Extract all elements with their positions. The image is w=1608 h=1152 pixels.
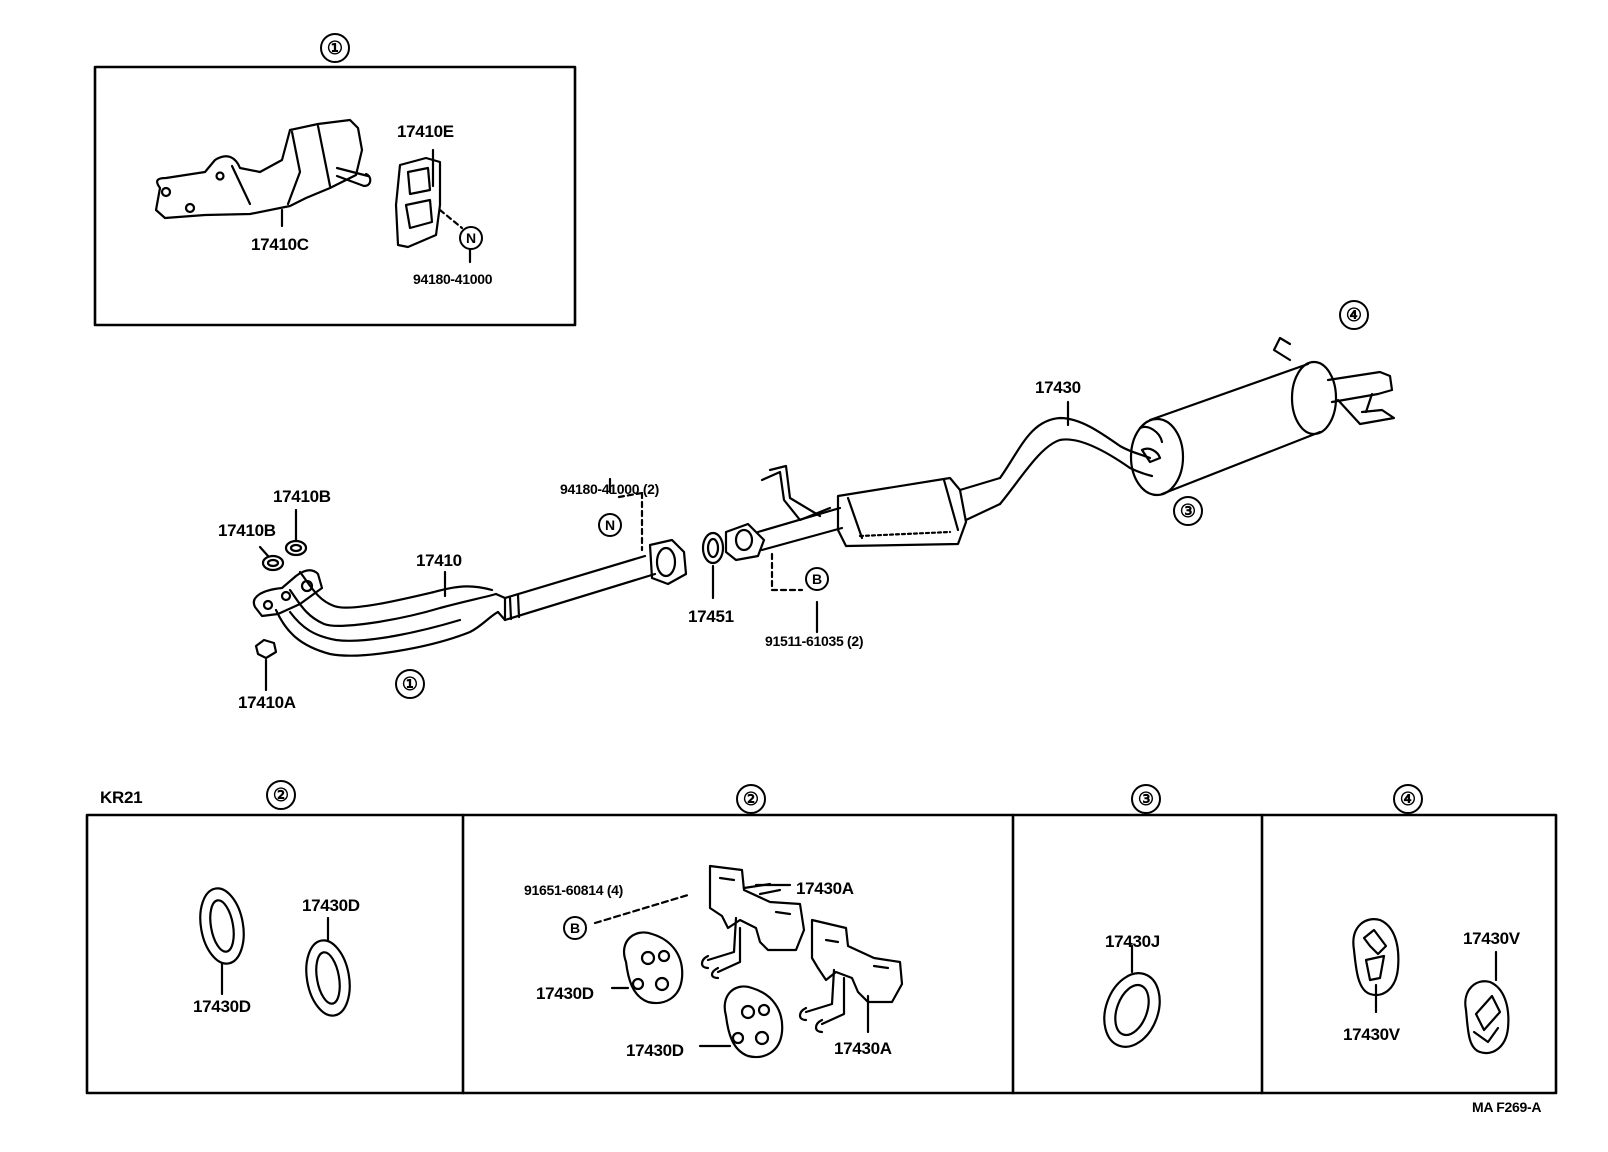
panel-2-parts-drawing bbox=[593, 864, 904, 1059]
label-17430a-upper: 17430A bbox=[796, 879, 854, 898]
label-94180-41000-2: 94180-41000 (2) bbox=[560, 481, 660, 497]
center-pipe-drawing bbox=[724, 464, 1002, 634]
manifold-gaskets-drawing bbox=[258, 508, 308, 572]
bolt-mark-panel: B bbox=[563, 916, 587, 940]
stud-drawing bbox=[254, 638, 278, 692]
label-17430d-lower: 17430D bbox=[626, 1041, 684, 1060]
nut-mark-inset: N bbox=[459, 226, 483, 250]
region-4-marker-main: ④ bbox=[1339, 300, 1369, 330]
nut-mark-main: N bbox=[598, 513, 622, 537]
region-2-marker-kr21: ② bbox=[266, 780, 296, 810]
ring-support-drawing bbox=[1103, 944, 1161, 1048]
label-17451: 17451 bbox=[688, 607, 734, 626]
inset-1-frame bbox=[93, 65, 577, 327]
label-17430d-upper: 17430D bbox=[536, 984, 594, 1003]
label-91511-61035-2: 91511-61035 (2) bbox=[765, 633, 864, 649]
label-17410b-upper: 17410B bbox=[273, 487, 331, 506]
label-17410e: 17410E bbox=[397, 122, 454, 141]
figure-code-label: MA F269-A bbox=[1472, 1099, 1542, 1115]
model-code-label: KR21 bbox=[100, 788, 143, 807]
region-2-marker-panel: ② bbox=[736, 784, 766, 814]
hangers-drawing bbox=[1352, 918, 1510, 1055]
bolt-mark-main: B bbox=[805, 567, 829, 591]
label-17430v-right: 17430V bbox=[1463, 929, 1520, 948]
label-17430j: 17430J bbox=[1105, 932, 1160, 951]
region-3-marker-panel: ③ bbox=[1131, 784, 1161, 814]
label-91651-60814-4: 91651-60814 (4) bbox=[524, 882, 624, 898]
front-pipe-drawing bbox=[252, 538, 688, 657]
label-17430d-kr21-right: 17430D bbox=[302, 896, 360, 915]
label-94180-41000-inset: 94180-41000 bbox=[413, 271, 493, 287]
label-17410: 17410 bbox=[416, 551, 462, 570]
region-4-marker-panel: ④ bbox=[1393, 784, 1423, 814]
tail-pipe-drawing bbox=[998, 400, 1154, 506]
bottom-panel-frame bbox=[85, 813, 1558, 1095]
label-17410c: 17410C bbox=[251, 235, 309, 254]
region-3-marker-main: ③ bbox=[1173, 496, 1203, 526]
region-1-marker-pipe: ① bbox=[395, 669, 425, 699]
label-17410a: 17410A bbox=[238, 693, 296, 712]
label-17430v-left: 17430V bbox=[1343, 1025, 1400, 1044]
region-1-marker-top: ① bbox=[320, 33, 350, 63]
main-muffler-drawing bbox=[1129, 336, 1396, 497]
label-17430d-kr21-left: 17430D bbox=[193, 997, 251, 1016]
flange-hardware-drawing bbox=[608, 477, 725, 600]
heat-insulator-drawing bbox=[154, 118, 372, 220]
label-17430: 17430 bbox=[1035, 378, 1081, 397]
label-17410b-lower: 17410B bbox=[218, 521, 276, 540]
bracket-e-drawing bbox=[280, 148, 472, 264]
kr21-supports-drawing bbox=[199, 887, 351, 1017]
label-17430a-lower: 17430A bbox=[834, 1039, 892, 1058]
